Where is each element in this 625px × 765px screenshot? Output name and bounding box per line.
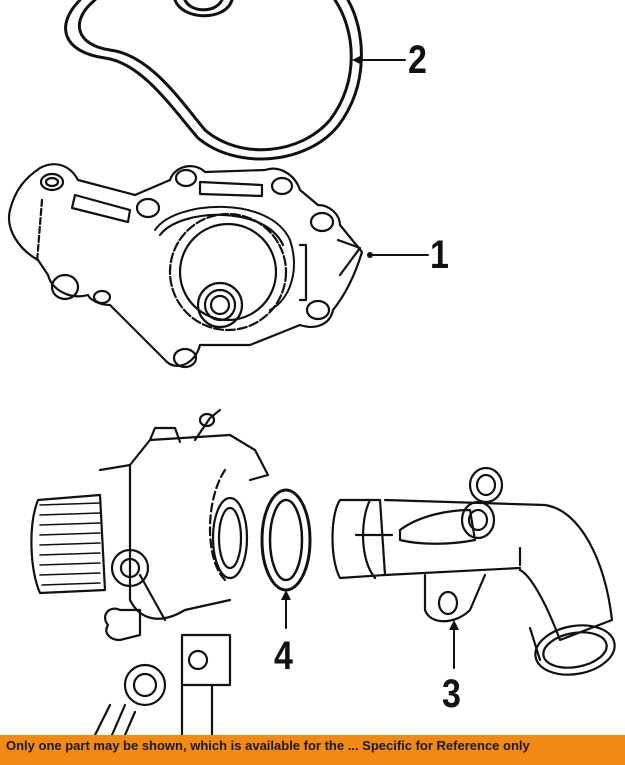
disclaimer-banner: Only one part may be shown, which is ava… [0,735,625,765]
leader-line-1 [367,252,429,258]
callout-3: 3 [442,672,461,716]
engine-housing [30,408,270,735]
callout-4: 4 [274,634,293,678]
coolant-elbow-part-3 [331,466,616,676]
gasket-part-2 [64,0,363,161]
leader-line-4 [281,590,291,629]
callout-2: 2 [408,38,427,82]
leader-line-2 [352,55,406,65]
water-pump-part-1 [7,163,364,369]
parts-diagram [7,0,616,735]
leader-line-3 [449,620,459,669]
disclaimer-text: Only one part may be shown, which is ava… [6,738,530,753]
callout-1: 1 [430,233,449,277]
o-ring-part-4 [260,488,312,592]
